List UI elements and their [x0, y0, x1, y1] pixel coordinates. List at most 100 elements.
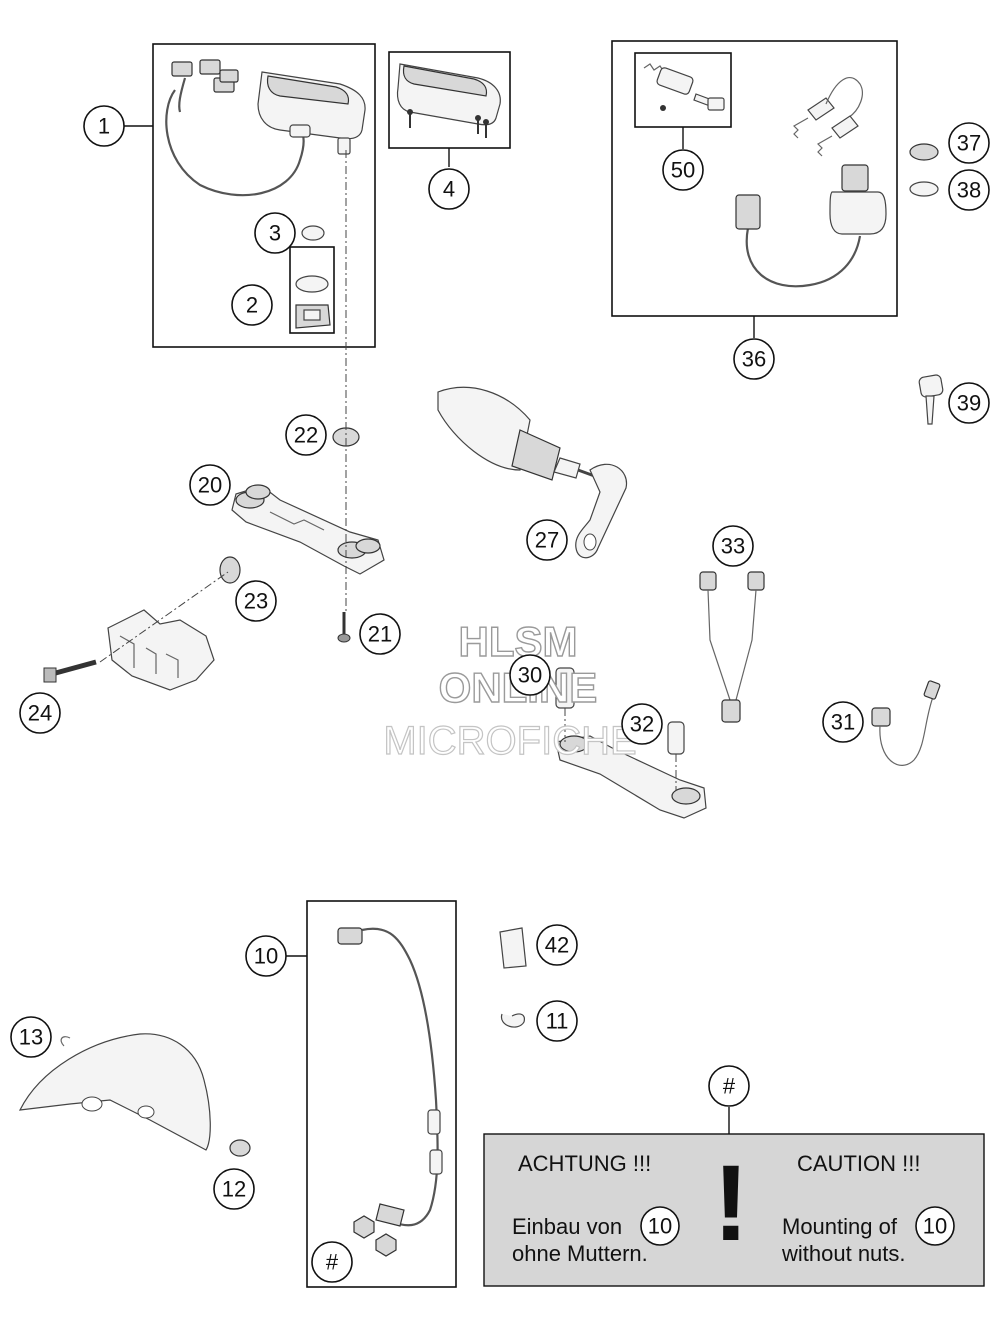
display-part: [396, 63, 501, 138]
bracket-part: [295, 275, 331, 329]
screw-part: [337, 612, 351, 643]
callout-c12: 12: [213, 1168, 255, 1210]
callout-c30: 30: [509, 654, 551, 696]
speed-sensor-part: [337, 927, 443, 1257]
washer-part: [909, 181, 939, 197]
caution-note-panel: [483, 1133, 985, 1287]
callout-label: 13: [19, 1025, 43, 1050]
callout-circle: [708, 1065, 750, 1107]
callout-c33: 33: [712, 525, 754, 567]
callout-c11: 11: [536, 1000, 578, 1042]
callout-label: 12: [222, 1177, 246, 1202]
callout-c38: 38: [948, 169, 990, 211]
callout-chash2: #: [311, 1241, 353, 1283]
caution-en-line-2: without nuts.: [781, 1241, 906, 1266]
leader-lines: [124, 125, 755, 1134]
callout-c42: 42: [536, 924, 578, 966]
callout-c31: 31: [822, 701, 864, 743]
callout-circle: [733, 338, 775, 380]
caution-title-de: ACHTUNG !!!: [518, 1151, 651, 1176]
mask-bracket-part: [107, 609, 215, 691]
watermark: HLSM ONLINE MICROFICHE: [383, 617, 638, 763]
callout-circle: [19, 692, 61, 734]
callout-label: 23: [244, 589, 268, 614]
callout-circle: [822, 701, 864, 743]
callout-c4: 4: [428, 168, 470, 210]
callout-c22: 22: [285, 414, 327, 456]
callout-c1: 1: [83, 105, 125, 147]
callout-circle: [662, 149, 704, 191]
callout-label: 32: [630, 712, 654, 737]
cable-clip-part: [500, 1013, 525, 1028]
callout-c23: 23: [235, 580, 277, 622]
callout-c32: 32: [621, 703, 663, 745]
callout-label: 30: [518, 663, 542, 688]
callout-label: 1: [98, 114, 110, 139]
callout-label: 10: [254, 944, 278, 969]
speed-sensor-box: [306, 900, 457, 1288]
callout-label: 2: [246, 293, 258, 318]
callout-circle: [428, 168, 470, 210]
callout-circle: [712, 525, 754, 567]
caution-en-line-1: Mounting of: [782, 1214, 898, 1239]
callout-circle: [213, 1168, 255, 1210]
lock-cylinder-part: [643, 63, 725, 111]
callout-label: 21: [368, 622, 392, 647]
callout-c50: 50: [662, 149, 704, 191]
spacer-part: [229, 1139, 251, 1157]
callout-circle: [359, 613, 401, 655]
callout-c3: 3: [254, 212, 296, 254]
nut-part: [909, 143, 939, 161]
caution-de-reference: 10: [648, 1214, 672, 1239]
caution-note: ACHTUNG !!! CAUTION !!! ! Einbau von ohn…: [483, 1133, 985, 1287]
callout-circle: [536, 1000, 578, 1042]
callout-c27: 27: [526, 519, 568, 561]
callout-label: 36: [742, 347, 766, 372]
handlebar-clamp-part: [231, 484, 385, 575]
caution-en-reference: 10: [923, 1214, 947, 1239]
callout-c24: 24: [19, 692, 61, 734]
bolt-part: [43, 659, 97, 683]
callout-circle: [536, 924, 578, 966]
callout-label: 20: [198, 473, 222, 498]
caution-title-en: CAUTION !!!: [797, 1151, 920, 1176]
callout-c10: 10: [245, 935, 287, 977]
callout-circle: [245, 935, 287, 977]
sensor-part: [871, 680, 941, 766]
callout-circle: [285, 414, 327, 456]
caution-de-reference-circle: [640, 1206, 680, 1246]
callout-c39: 39: [948, 382, 990, 424]
rubber-bushing-part: [219, 556, 241, 584]
callout-circle: [231, 284, 273, 326]
ignition-switch-part: [735, 77, 887, 288]
watermark-line-1: HLSM: [459, 618, 578, 665]
callout-label: 50: [671, 158, 695, 183]
key-part: [918, 374, 944, 425]
callout-circle: [189, 464, 231, 506]
callout-c37: 37: [948, 122, 990, 164]
callout-circle: [83, 105, 125, 147]
caution-de-line-1: Einbau von: [512, 1214, 622, 1239]
speedometer-kit-box: [152, 43, 376, 348]
callout-label: 38: [957, 178, 981, 203]
callout-circle: [948, 122, 990, 164]
callout-circle: [948, 169, 990, 211]
callout-label: 11: [546, 1009, 569, 1034]
callout-c21: 21: [359, 613, 401, 655]
callout-circle: [948, 382, 990, 424]
callout-c36: 36: [733, 338, 775, 380]
callout-c13: 13: [10, 1016, 52, 1058]
callout-label: #: [723, 1074, 736, 1099]
callout-circle: [509, 654, 551, 696]
callout-circle: [621, 703, 663, 745]
callout-c2: 2: [231, 284, 273, 326]
callout-label: 27: [535, 528, 559, 553]
callout-circle: [235, 580, 277, 622]
callout-label: 31: [831, 710, 855, 735]
callout-label: 39: [957, 391, 981, 416]
callout-label: 33: [721, 534, 745, 559]
callout-c20: 20: [189, 464, 231, 506]
clip-part: [499, 927, 527, 969]
